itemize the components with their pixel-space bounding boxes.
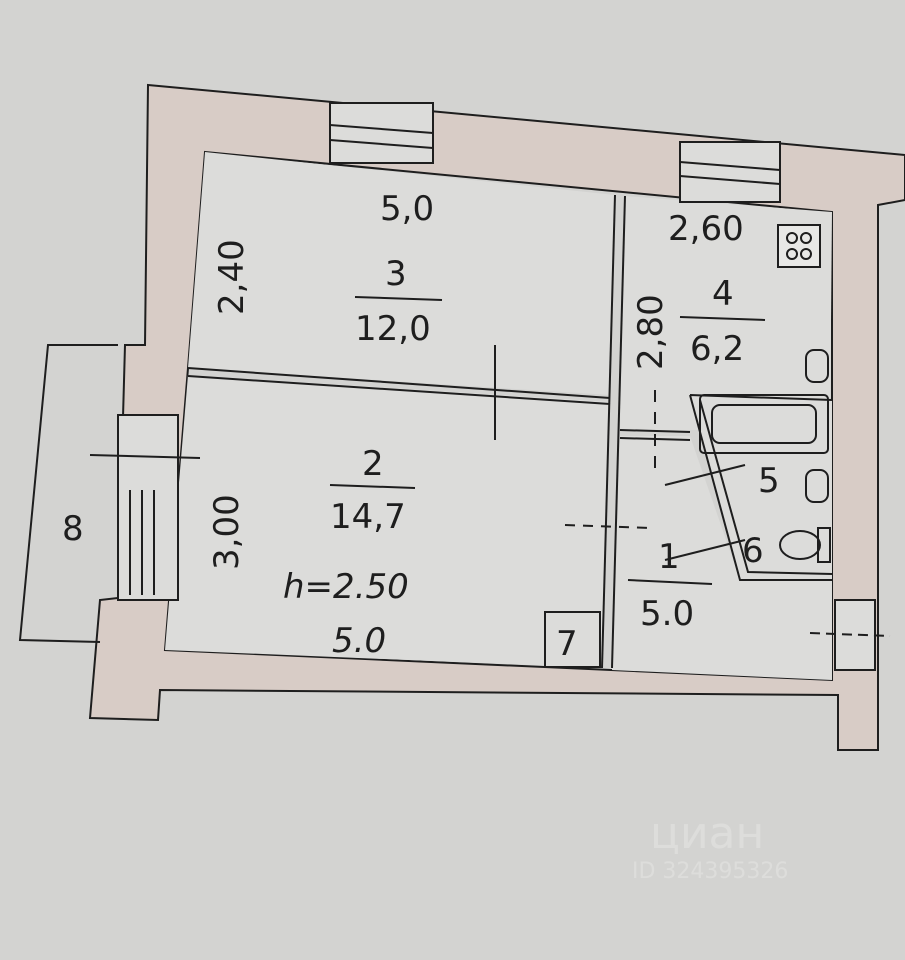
room-4-area: 6,2 [690, 329, 744, 369]
room-6-number: 6 [742, 531, 764, 571]
room-2-floor [165, 375, 610, 668]
bathroom-floor [690, 395, 832, 580]
room-3-floor [188, 152, 615, 395]
room-3-number: 3 [385, 254, 407, 294]
room-1-floor [612, 436, 832, 680]
room-3-area: 12,0 [355, 309, 431, 349]
room-2-number: 2 [362, 444, 384, 484]
room-3-depth: 2,40 [212, 239, 252, 315]
watermark-id: ID 324395326 [632, 859, 788, 884]
room-4-number: 4 [712, 274, 734, 314]
room-1-number: 1 [658, 537, 680, 577]
room-2-width: 5.0 [332, 621, 386, 661]
room-7-number: 7 [556, 624, 578, 664]
room-5-number: 5 [758, 461, 780, 501]
room-2-area: 14,7 [330, 497, 406, 537]
room-3-width: 5,0 [380, 189, 434, 229]
room-4-depth: 2,80 [631, 294, 671, 370]
watermark-brand: циан [650, 808, 764, 859]
room-2-ceiling-height: h=2.50 [283, 567, 409, 607]
room-4-width: 2,60 [668, 209, 744, 249]
room-8-number: 8 [62, 509, 84, 549]
room-1-area: 5.0 [640, 594, 694, 634]
room-2-depth: 3,00 [207, 494, 247, 570]
